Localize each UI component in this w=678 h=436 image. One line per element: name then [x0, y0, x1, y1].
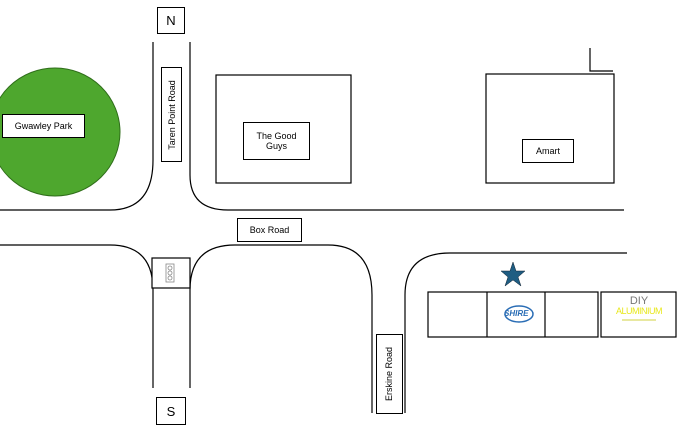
road-edge: [0, 244, 154, 388]
diy-logo-tagline-bar: [622, 319, 656, 321]
gwawley-park-label: Gwawley Park: [2, 114, 85, 138]
shire-logo-swoosh: [504, 305, 534, 323]
erskine-road-label: Erskine Road: [376, 334, 403, 414]
diy-aluminium-logo: DIY ALUMINIUM: [608, 296, 670, 321]
box-road-label: Box Road: [237, 218, 302, 242]
good-guys-building: [215, 74, 352, 184]
traffic-light-icon: [165, 263, 175, 283]
traffic-light-box: [151, 257, 191, 289]
shire-logo: SHIRE: [504, 309, 529, 318]
corner-mark: [589, 48, 613, 72]
diy-logo-top: DIY: [629, 295, 649, 307]
road-edge: [189, 244, 373, 413]
taren-point-road-text: Taren Point Road: [166, 79, 177, 150]
good-guys-label: The Good Guys: [243, 122, 310, 160]
shop-row: [427, 291, 599, 338]
amart-label: Amart: [522, 139, 574, 163]
north-label: N: [157, 7, 185, 34]
amart-building: [485, 73, 615, 184]
road-edge: [404, 252, 627, 413]
south-label: S: [156, 397, 186, 425]
road-edge: [189, 42, 624, 211]
diy-aluminium-shop: [600, 291, 677, 338]
star-marker-icon: [500, 261, 526, 287]
diy-logo-bottom: ALUMINIUM: [615, 306, 663, 316]
taren-point-road-label: Taren Point Road: [161, 67, 182, 162]
road-edge: [0, 42, 154, 211]
erskine-road-text: Erskine Road: [384, 346, 395, 402]
